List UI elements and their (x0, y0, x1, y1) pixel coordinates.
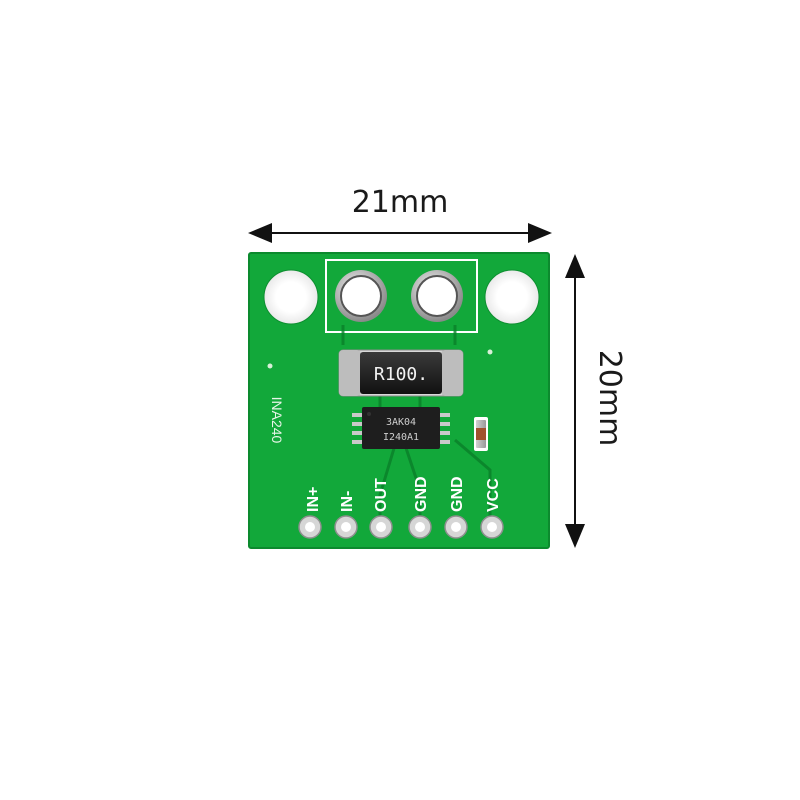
height-dimension: 20mm (565, 254, 627, 548)
mounting-hole-left (263, 269, 319, 325)
mounting-hole-right (484, 269, 540, 325)
header-pads (298, 515, 504, 539)
ina240-chip: 3AK04 I240A1 (352, 407, 450, 449)
terminal-hole-1 (335, 270, 387, 322)
board-side-label: INA240 (269, 397, 285, 444)
board-substrate (249, 253, 549, 548)
chip-marking-line1: 3AK04 (386, 417, 416, 428)
pcb-board: R100. 3AK04 I240A1 I (248, 252, 550, 549)
pad-gnd-1 (408, 515, 432, 539)
pad-in-plus (298, 515, 322, 539)
height-label: 20mm (592, 350, 627, 447)
pad-vcc (480, 515, 504, 539)
pin-label-vcc: VCC (485, 478, 502, 512)
pad-out (369, 515, 393, 539)
pad-gnd-2 (444, 515, 468, 539)
pin-label-out: OUT (373, 478, 390, 512)
terminal-hole-2 (411, 270, 463, 322)
smd-capacitor (474, 417, 488, 451)
pin-label-gnd-2: GND (449, 476, 466, 512)
pad-in-minus (334, 515, 358, 539)
pin-label-in-plus: IN+ (305, 487, 322, 512)
pin-labels: IN+ IN- OUT GND GND VCC (305, 476, 502, 512)
width-dimension: 21mm (248, 185, 552, 243)
via-dot-right (487, 349, 493, 355)
terminal-silk-box (325, 259, 478, 333)
pin-label-in-minus: IN- (339, 491, 356, 512)
chip-marking-line2: I240A1 (383, 432, 419, 443)
width-label: 21mm (352, 185, 449, 220)
pin-label-gnd-1: GND (413, 476, 430, 512)
shunt-resistor: R100. (338, 349, 464, 397)
resistor-marking: R100. (374, 364, 428, 385)
via-dot-left (267, 363, 273, 369)
